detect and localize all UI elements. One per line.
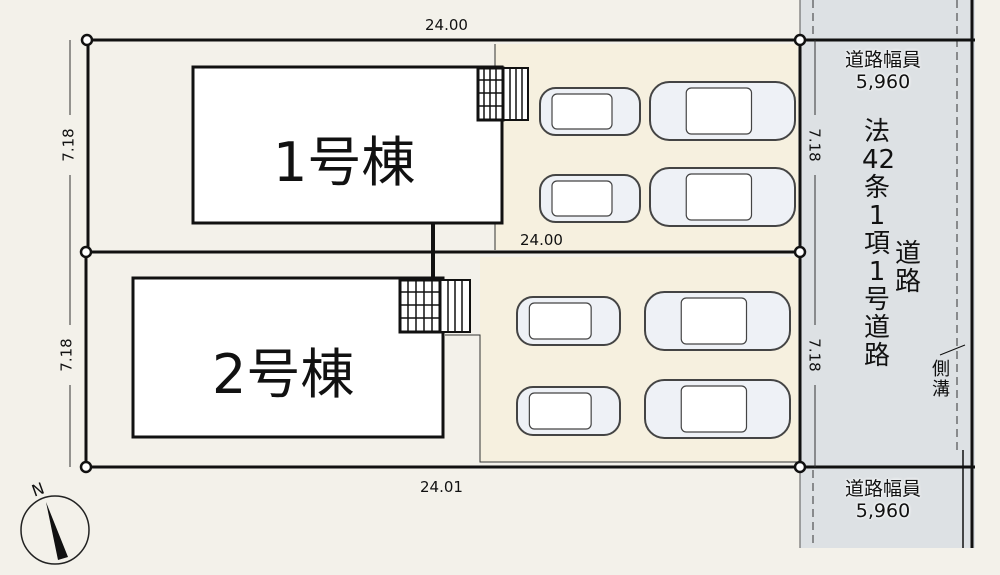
van-car-icon bbox=[516, 296, 621, 346]
dim-right-top: 7.18 bbox=[805, 128, 824, 162]
road-type-char: 42 bbox=[862, 145, 896, 175]
road-type-char: 項 bbox=[863, 229, 890, 259]
building-1 bbox=[191, 65, 504, 225]
dim-top: 24.00 bbox=[425, 16, 468, 34]
dim-left-top: 7.18 bbox=[59, 128, 78, 162]
road-type-char: 条 bbox=[863, 173, 890, 203]
road-width-label: 道路幅員 bbox=[844, 49, 921, 71]
stairs-1 bbox=[476, 66, 529, 122]
road-area bbox=[800, 0, 975, 548]
van-car-icon bbox=[539, 174, 641, 223]
road-type-char: 号 bbox=[863, 285, 890, 315]
building-1-label: 1号棟 bbox=[273, 131, 416, 194]
road-type-char: 道 bbox=[863, 313, 890, 343]
sedan-car-icon bbox=[649, 81, 796, 141]
lot-boundaries bbox=[84, 38, 975, 469]
compass-icon bbox=[20, 495, 90, 565]
dim-bottom: 24.01 bbox=[420, 478, 463, 496]
dim-middle: 24.00 bbox=[520, 231, 563, 249]
sedan-car-icon bbox=[644, 379, 791, 439]
dim-left-bottom: 7.18 bbox=[57, 338, 76, 372]
road-width-value: 5,960 bbox=[855, 71, 911, 93]
stairs-2 bbox=[398, 278, 471, 334]
dim-right-bottom: 7.18 bbox=[805, 338, 824, 372]
van-car-icon bbox=[516, 386, 621, 436]
road-type-char: 1 bbox=[868, 201, 886, 231]
road-type-char: 法 bbox=[863, 117, 890, 147]
road-side-label: 道路 bbox=[894, 239, 921, 297]
road-type-char: 1 bbox=[868, 257, 886, 287]
sedan-car-icon bbox=[649, 167, 796, 227]
road-width-value: 5,960 bbox=[855, 500, 911, 522]
building-2-label: 2号棟 bbox=[212, 343, 355, 406]
road-width-label: 道路幅員 bbox=[844, 478, 921, 500]
road-type-char: 路 bbox=[863, 341, 890, 371]
gutter-label: 側溝 bbox=[932, 359, 950, 400]
van-car-icon bbox=[539, 87, 641, 136]
building-2 bbox=[131, 276, 445, 439]
parking-cars bbox=[516, 81, 796, 439]
sedan-car-icon bbox=[644, 291, 791, 351]
